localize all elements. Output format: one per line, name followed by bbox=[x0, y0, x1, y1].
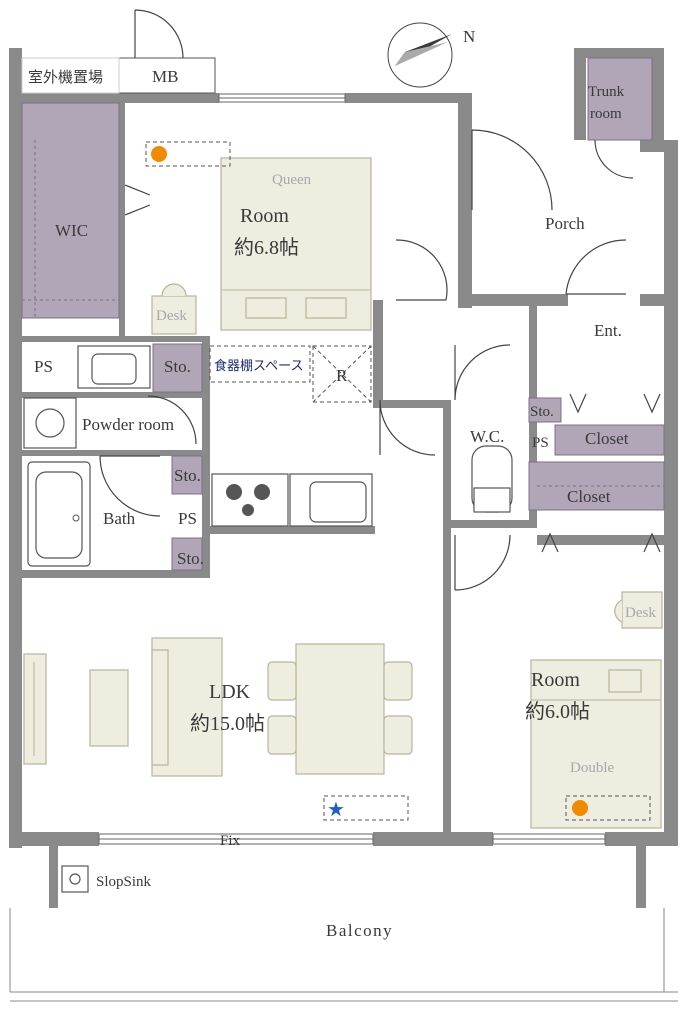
wic-area bbox=[21, 102, 120, 319]
compass: N bbox=[387, 22, 475, 88]
label-shelf-space: 食器棚スペース bbox=[214, 358, 303, 373]
label-trunk-1: Trunk bbox=[588, 84, 625, 100]
coffee-table bbox=[89, 669, 129, 747]
label-trunk-2: room bbox=[590, 106, 622, 122]
label-r: R bbox=[336, 366, 348, 385]
label-ent: Ent. bbox=[594, 321, 622, 340]
marker-orange-room1 bbox=[151, 146, 167, 162]
north-label: N bbox=[463, 27, 475, 46]
dining-table bbox=[295, 643, 385, 775]
label-queen: Queen bbox=[272, 172, 312, 188]
tv-board bbox=[23, 653, 47, 765]
label-desk1: Desk bbox=[156, 308, 187, 324]
walls bbox=[9, 48, 678, 908]
label-ps1: PS bbox=[34, 357, 53, 376]
label-balcony: Balcony bbox=[326, 921, 393, 940]
label-closet1: Closet bbox=[585, 429, 629, 448]
gas-stove bbox=[211, 473, 289, 527]
label-wc: W.C. bbox=[470, 427, 504, 446]
label-double: Double bbox=[570, 760, 615, 776]
doors bbox=[99, 9, 634, 591]
label-room2-name: Room bbox=[531, 669, 580, 691]
fixtures bbox=[23, 345, 513, 893]
furniture bbox=[23, 157, 663, 829]
storage-sto3 bbox=[171, 455, 203, 495]
label-bath: Bath bbox=[103, 509, 136, 528]
label-room1-name: Room bbox=[240, 205, 289, 227]
mb-box bbox=[21, 57, 216, 94]
label-room1-size: 約6.8帖 bbox=[234, 236, 299, 259]
label-ldk-name: LDK bbox=[209, 681, 251, 703]
label-powder-room: Powder room bbox=[82, 415, 174, 434]
label-sto1: Sto. bbox=[164, 357, 191, 376]
markers: ★ bbox=[145, 141, 661, 821]
label-closet2: Closet bbox=[567, 487, 611, 506]
storage-sto1 bbox=[152, 343, 203, 393]
closet-1-area bbox=[554, 424, 665, 456]
windows bbox=[98, 93, 606, 845]
label-outdoor-unit: 室外機置場 bbox=[28, 69, 103, 86]
label-sto3: Sto. bbox=[174, 466, 201, 485]
storage-areas bbox=[21, 57, 665, 571]
label-ldk-size: 約15.0帖 bbox=[190, 712, 265, 735]
label-slop-sink: SlopSink bbox=[96, 874, 152, 890]
balcony-railing bbox=[9, 908, 678, 1002]
desk-1 bbox=[151, 295, 197, 335]
label-mb: MB bbox=[152, 67, 178, 86]
label-porch: Porch bbox=[545, 214, 585, 233]
trunk-room-area bbox=[587, 57, 653, 141]
marker-orange-room2 bbox=[572, 800, 588, 816]
label-wic: WIC bbox=[55, 221, 88, 240]
label-sto2: Sto. bbox=[530, 404, 554, 420]
marker-blue-star: ★ bbox=[327, 797, 345, 821]
label-ps2: PS bbox=[532, 435, 549, 451]
room-labels: 室外機置場 MB Trunk room WIC Queen Room 約6.8帖… bbox=[28, 67, 656, 940]
label-sto4: Sto. bbox=[177, 549, 204, 568]
storage-sto4 bbox=[171, 537, 203, 571]
label-ps3: PS bbox=[178, 509, 197, 528]
label-desk2: Desk bbox=[625, 605, 656, 621]
storage-sto2 bbox=[528, 397, 562, 423]
label-room2-size: 約6.0帖 bbox=[525, 700, 590, 723]
label-fix: Fix bbox=[220, 833, 241, 849]
